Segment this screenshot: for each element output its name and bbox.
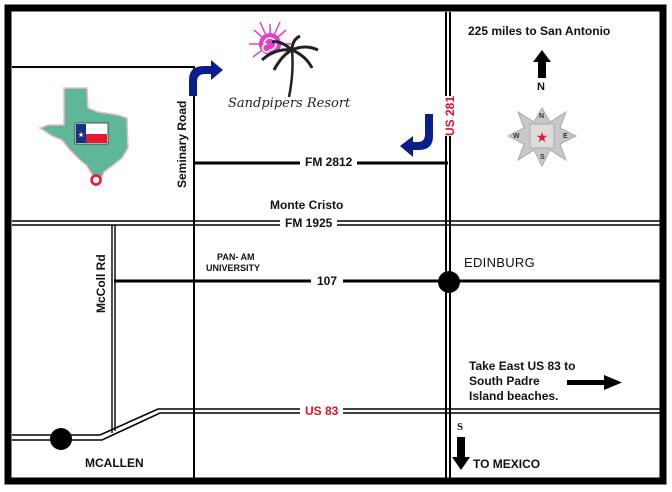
label-monte-cristo: Monte Cristo xyxy=(270,198,344,212)
south-arrow-icon xyxy=(452,437,470,470)
label-mccoll-rd: McColl Rd xyxy=(94,254,108,313)
mcallen-dot xyxy=(50,428,72,450)
compass-e: E xyxy=(563,133,568,140)
label-107: 107 xyxy=(311,275,344,287)
label-padre-1: Take East US 83 to xyxy=(469,359,576,373)
label-us281: US 281 xyxy=(442,95,458,136)
east-arrow-icon xyxy=(567,375,622,390)
label-padre-2: South Padre xyxy=(469,374,540,388)
svg-text:★: ★ xyxy=(536,129,549,145)
label-university: UNIVERSITY xyxy=(206,263,261,273)
label-us83: US 83 xyxy=(300,405,344,417)
map-border xyxy=(4,4,667,485)
label-fm1925: FM 1925 xyxy=(280,217,338,229)
north-arrow-icon xyxy=(533,50,551,78)
edinburg-dot xyxy=(438,271,460,293)
palm-tree-sun-icon xyxy=(249,21,319,98)
label-seminary-road: Seminary Road xyxy=(175,100,189,188)
compass-n: N xyxy=(539,113,545,120)
resort-title: Sandpipers Resort xyxy=(228,96,351,111)
label-padre-3: Island beaches. xyxy=(469,389,559,403)
label-mcallen: MCALLEN xyxy=(85,456,144,470)
curved-turn-arrow-icon xyxy=(400,114,433,157)
compass-s: S xyxy=(540,154,545,161)
label-north: N xyxy=(537,81,545,93)
label-pan-am: PAN- AM xyxy=(217,252,255,262)
label-south: S xyxy=(457,421,464,433)
label-to-mexico: TO MEXICO xyxy=(473,457,541,471)
compass-w: W xyxy=(513,133,520,140)
texas-state-icon: ★ xyxy=(38,87,129,188)
label-fm2812: FM 2812 xyxy=(300,156,358,168)
label-edinburg: EDINBURG xyxy=(464,255,536,270)
svg-text:★: ★ xyxy=(78,131,84,139)
compass-rose-icon: ★ xyxy=(506,106,578,168)
curved-turn-arrow-icon xyxy=(189,60,223,96)
label-san-antonio: 225 miles to San Antonio xyxy=(468,24,611,38)
